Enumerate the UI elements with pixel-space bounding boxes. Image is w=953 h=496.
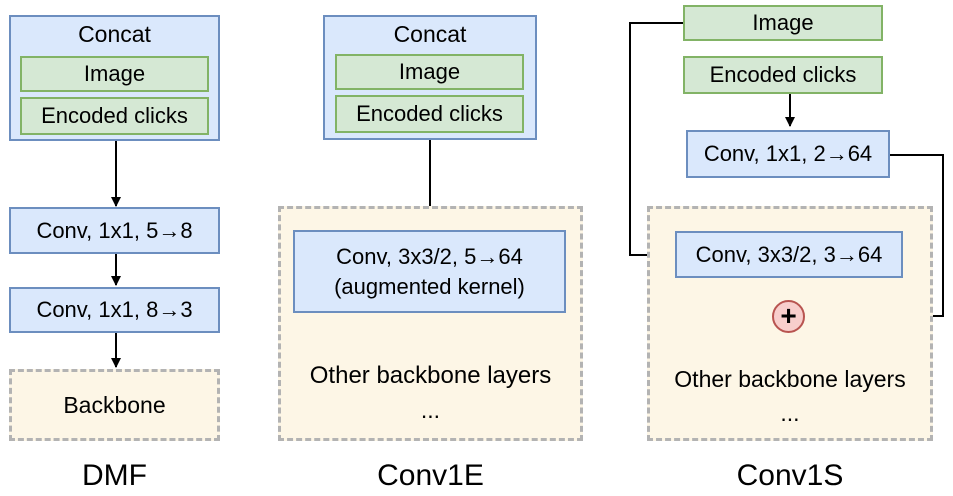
conv1e-encoded-clicks-box: Encoded clicks	[335, 95, 524, 133]
conv1e-conv-line2: (augmented kernel)	[334, 273, 525, 299]
conv1s-add-icon: +	[772, 300, 805, 333]
conv1s-ellipsis: ...	[780, 400, 800, 426]
dmf-image-box: Image	[20, 56, 209, 92]
conv1s-image-box: Image	[683, 5, 883, 41]
conv1e-image-box: Image	[335, 54, 524, 90]
conv1e-conv-line1: Conv, 3x3/2, 5→64	[336, 243, 523, 269]
conv1e-conv-box: Conv, 3x3/2, 5→64 (augmented kernel)	[293, 230, 566, 313]
conv1e-other-layers: Other backbone layers	[309, 362, 552, 389]
conv1s-other-layers: Other backbone layers	[674, 366, 906, 392]
dmf-conv2-box: Conv, 1x1, 8→3	[9, 287, 220, 333]
conv1s-conv-main-box: Conv, 3x3/2, 3→64	[675, 231, 903, 278]
conv1e-caption: Conv1E	[377, 459, 484, 492]
conv1s-conv-small-box: Conv, 1x1, 2→64	[686, 130, 890, 178]
conv1e-concat-label: Concat	[393, 21, 467, 47]
conv1e-ellipsis: ...	[420, 397, 441, 423]
dmf-concat-label: Concat	[78, 21, 151, 47]
dmf-encoded-clicks-box: Encoded clicks	[20, 97, 209, 135]
conv1s-plus-symbol: +	[780, 299, 797, 331]
dmf-conv1-box: Conv, 1x1, 5→8	[9, 207, 220, 254]
conv1s-encoded-clicks-box: Encoded clicks	[683, 56, 883, 94]
conv1s-caption: Conv1S	[736, 459, 844, 492]
dmf-backbone-box: Backbone	[9, 369, 220, 441]
dmf-caption: DMF	[82, 459, 147, 492]
